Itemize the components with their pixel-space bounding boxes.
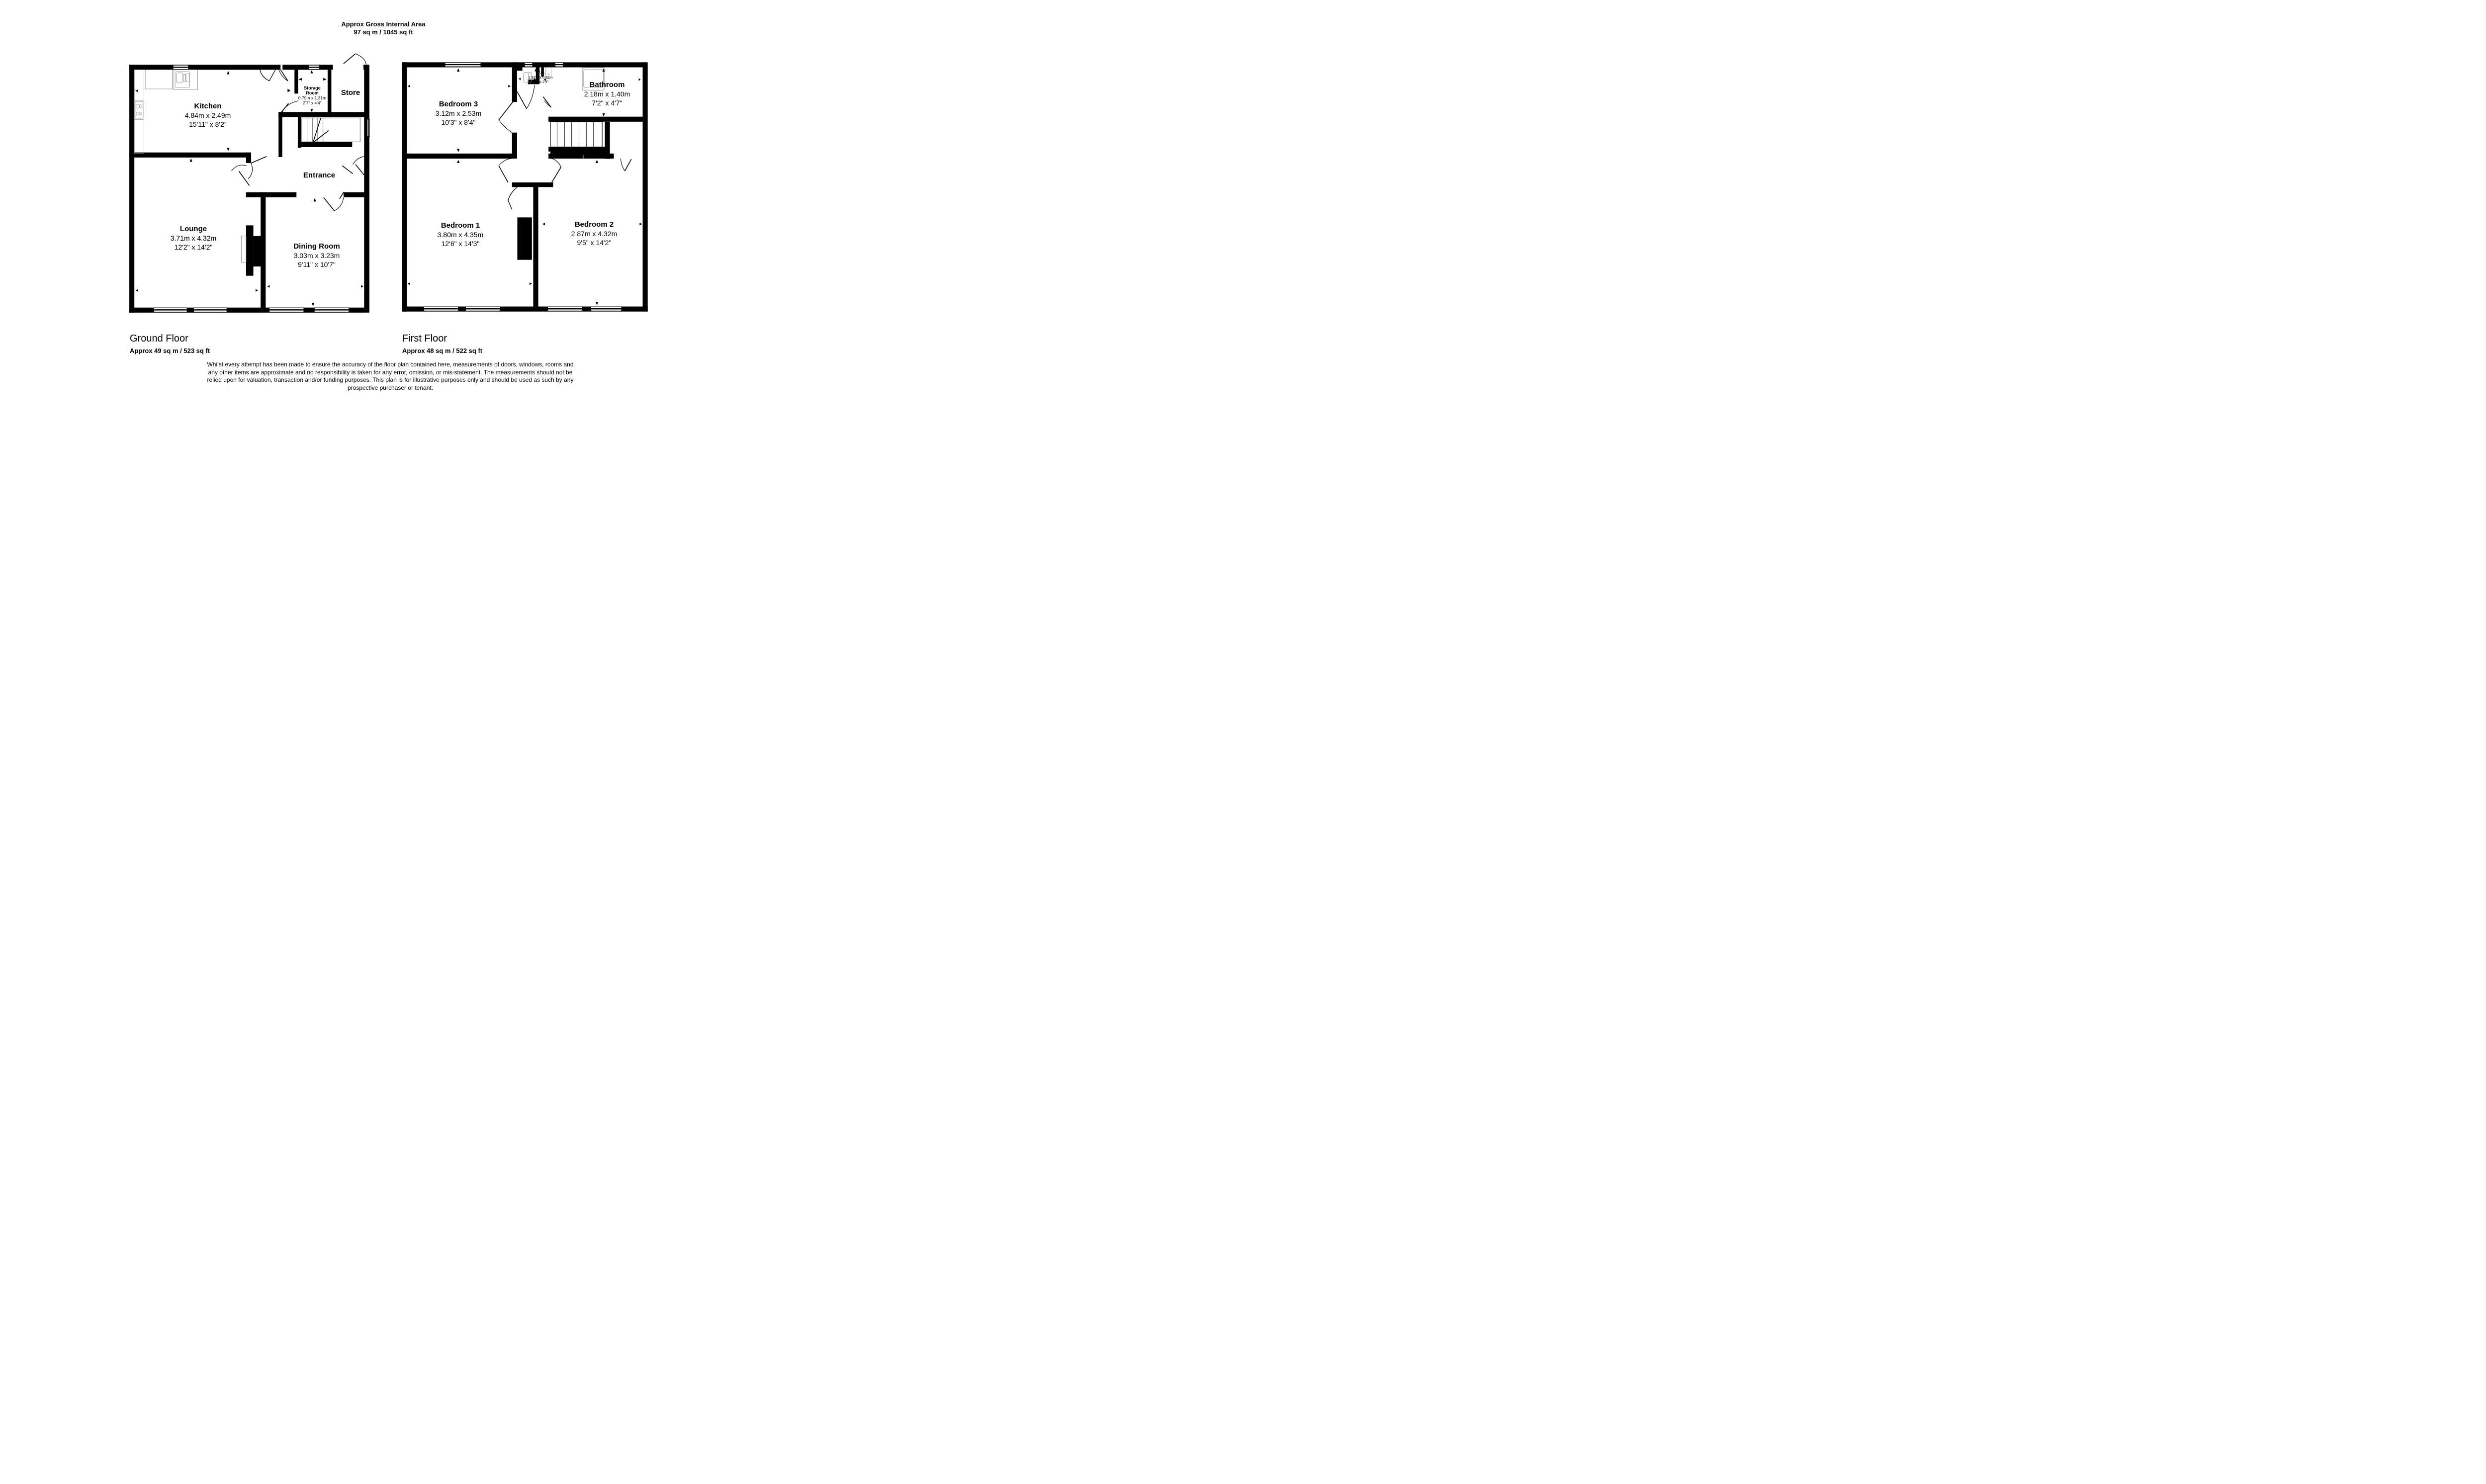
room-imperial: 15'11" x 8'2"	[189, 120, 227, 128]
disclaimer-line: prospective purchaser or tenant.	[347, 384, 434, 391]
room-imperial: 9'5" x 14'2"	[577, 239, 612, 247]
disclaimer-line: relied upon for valuation, transaction a…	[207, 376, 574, 383]
room-bedroom-3: Bedroom 3 3.12m x 2.53m 10'3" x 8'4"	[436, 99, 482, 127]
room-metric: 0.79m x 1.31m	[298, 95, 327, 100]
room-store: Store	[341, 88, 360, 97]
gross-area-value: 97 sq m / 1045 sq ft	[354, 28, 413, 36]
room-storage: Storage Room 0.79m x 1.31m 2'7" x 4'4"	[298, 86, 326, 105]
room-name: Dining Room	[293, 242, 340, 251]
first-floor-area: Approx 48 sq m / 522 sq ft	[402, 347, 483, 354]
room-name: Bathroom	[589, 81, 625, 89]
floor-plan-drawing	[129, 53, 648, 313]
room-bedroom-2: Bedroom 2 2.87m x 4.32m 9'5" x 14'2"	[571, 220, 618, 247]
room-name: W.C.	[536, 71, 545, 75]
room-imperial: 10'3" x 8'4"	[441, 118, 476, 126]
room-imperial: 12'6" x 14'3"	[441, 240, 480, 248]
room-name: Bedroom 3	[439, 100, 478, 108]
room-name: Bedroom 1	[441, 221, 480, 230]
room-bedroom-1: Bedroom 1 3.80m x 4.35m 12'6" x 14'3"	[438, 221, 484, 248]
room-metric: 2.87m x 4.32m	[571, 230, 618, 238]
ground-floor-area: Approx 49 sq m / 523 sq ft	[130, 347, 210, 354]
room-metric: 3.12m x 2.53m	[435, 109, 482, 117]
room-imperial: 9'11" x 10'7"	[298, 261, 336, 268]
room-name: Entrance	[303, 171, 336, 179]
disclaimer-line: Whilst every attempt has been made to en…	[207, 361, 574, 368]
room-metric: 1.32m x 0.68m	[528, 75, 553, 80]
room-lounge: Lounge 3.71m x 4.32m 12'2" x 14'2"	[171, 224, 217, 252]
room-imperial: 4'4" x 2'3"	[532, 80, 549, 84]
room-imperial: 12'2" x 14'2"	[174, 243, 213, 251]
room-wc: W.C. 1.32m x 0.68m 4'4" x 2'3"	[528, 71, 553, 84]
room-metric: 3.71m x 4.32m	[170, 234, 217, 242]
room-metric: 3.80m x 4.35m	[437, 231, 484, 239]
room-metric: 4.84m x 2.49m	[184, 111, 231, 119]
room-bathroom: Bathroom 2.18m x 1.40m 7'2" x 4'7"	[584, 80, 630, 107]
room-name: Store	[341, 88, 360, 97]
first-floor-title: First Floor	[402, 333, 447, 344]
room-name: Storage	[304, 86, 321, 90]
room-imperial: 7'2" x 4'7"	[592, 99, 622, 107]
room-name-cont: Room	[306, 90, 319, 95]
room-entrance: Entrance	[303, 171, 335, 180]
room-name: Lounge	[179, 225, 207, 233]
disclaimer-line: any other items are approximate and no r…	[208, 368, 573, 376]
first-floor-plan	[402, 62, 648, 312]
room-metric: 2.18m x 1.40m	[584, 90, 630, 98]
room-kitchen: Kitchen 4.84m x 2.49m 15'11" x 8'2"	[185, 101, 231, 129]
gross-area-title: Approx Gross Internal Area	[341, 20, 426, 28]
room-metric: 3.03m x 3.23m	[293, 252, 340, 260]
ground-floor-plan	[129, 53, 370, 313]
room-dining: Dining Room 3.03m x 3.23m 9'11" x 10'7"	[293, 242, 340, 269]
room-name: Bedroom 2	[574, 220, 614, 229]
room-imperial: 2'7" x 4'4"	[303, 100, 322, 105]
disclaimer: Whilst every attempt has been made to en…	[189, 361, 592, 392]
room-name: Kitchen	[194, 102, 222, 110]
ground-floor-title: Ground Floor	[130, 333, 188, 344]
